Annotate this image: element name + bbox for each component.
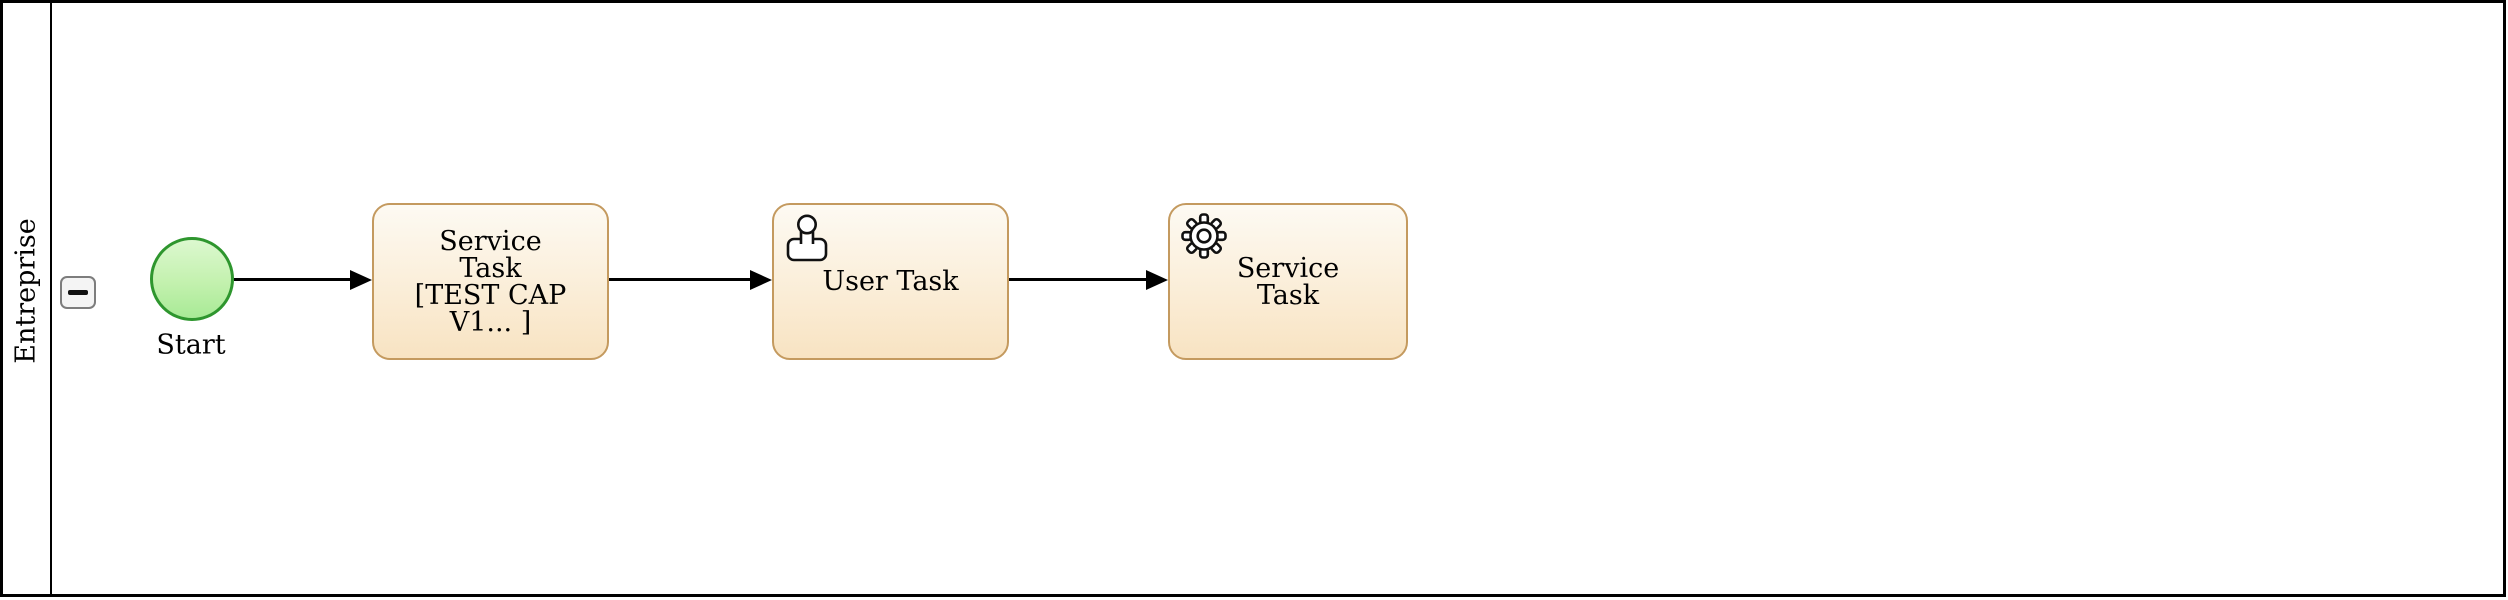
sequence-flow-start-to-task1[interactable] [234,270,372,290]
arrowhead-icon [350,270,372,290]
user-icon [785,213,829,267]
start-event-circle[interactable] [150,237,234,321]
task-service-2[interactable]: Service Task [1168,203,1408,360]
task-label-line: [TEST CAP [414,279,567,311]
sequence-flow-task2-to-task3[interactable] [1009,270,1168,290]
lane-collapse-button[interactable] [60,276,96,309]
task-label-line: Task [459,252,522,284]
task-service-1[interactable]: Service Task [TEST CAP V1... ] [372,203,609,360]
arrowhead-icon [1146,270,1168,290]
flow-line [234,278,356,281]
task-label-line: Service [439,225,542,257]
task-label: Service Task [TEST CAP V1... ] [415,228,567,336]
start-event-label: Start [156,329,226,361]
lane-header-divider [50,3,52,594]
task-label-line: V1... ] [449,306,532,338]
arrowhead-icon [750,270,772,290]
flow-line [1009,278,1152,281]
task-user[interactable]: User Task [772,203,1009,360]
task-label-line: Task [1256,279,1320,311]
lane-label: Entreprise [10,218,42,364]
flow-line [609,278,756,281]
task-label: Service Task [1237,255,1339,309]
minus-icon [68,290,88,295]
sequence-flow-task1-to-task2[interactable] [609,270,772,290]
task-label-line: Service [1236,252,1340,284]
gear-icon [1181,213,1227,263]
task-label: User Task [822,266,959,297]
